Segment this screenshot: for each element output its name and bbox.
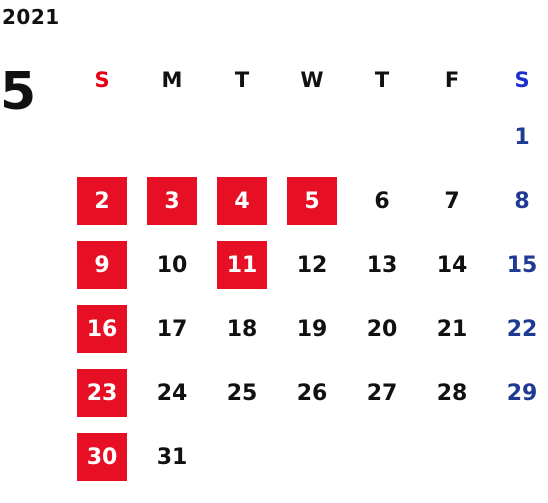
day-cell: 21 [417, 297, 487, 361]
day-number: 29 [506, 380, 538, 406]
day-number: 18 [226, 316, 258, 342]
day-number: 12 [296, 252, 328, 278]
day-cell: 28 [417, 361, 487, 425]
day-number: 10 [156, 252, 188, 278]
day-number: 2 [77, 177, 127, 225]
day-number: 1 [514, 124, 530, 150]
day-number: 11 [217, 241, 267, 289]
day-cell: 24 [137, 361, 207, 425]
weekday-header-thursday: T [374, 68, 390, 92]
day-cell-empty [277, 105, 347, 169]
day-cell: 29 [487, 361, 548, 425]
day-cell-empty [137, 105, 207, 169]
day-cell: 31 [137, 425, 207, 489]
weekday-header-saturday: S [514, 68, 530, 92]
day-cell-holiday: 3 [137, 169, 207, 233]
day-cell: 13 [347, 233, 417, 297]
day-cell: 12 [277, 233, 347, 297]
day-number: 13 [366, 252, 398, 278]
day-number: 30 [77, 433, 127, 481]
day-number: 5 [287, 177, 337, 225]
day-cell-empty [487, 425, 548, 489]
day-cell-empty [67, 105, 137, 169]
day-cell: 20 [347, 297, 417, 361]
day-cell-holiday: 23 [67, 361, 137, 425]
day-number: 7 [444, 188, 460, 214]
day-cell: 25 [207, 361, 277, 425]
day-number: 26 [296, 380, 328, 406]
day-cell-holiday: 16 [67, 297, 137, 361]
day-number: 14 [436, 252, 468, 278]
day-cell: 17 [137, 297, 207, 361]
month-label: 5 [0, 62, 37, 122]
day-cell-holiday: 2 [67, 169, 137, 233]
day-number: 8 [514, 188, 530, 214]
day-number: 25 [226, 380, 258, 406]
weekday-header-sunday: S [94, 68, 110, 92]
day-cell-empty [417, 105, 487, 169]
day-number: 6 [374, 188, 390, 214]
weekday-header-monday: M [161, 68, 183, 92]
day-cell: 8 [487, 169, 548, 233]
day-cell: 26 [277, 361, 347, 425]
day-cell: 27 [347, 361, 417, 425]
day-number: 15 [506, 252, 538, 278]
day-number: 27 [366, 380, 398, 406]
day-cell-empty [417, 425, 487, 489]
day-number: 17 [156, 316, 188, 342]
day-number: 24 [156, 380, 188, 406]
weekday-header-wednesday: W [300, 68, 324, 92]
day-cell-holiday: 9 [67, 233, 137, 297]
day-cell-empty [207, 105, 277, 169]
day-number: 3 [147, 177, 197, 225]
day-cell-holiday: 30 [67, 425, 137, 489]
day-cell-empty [207, 425, 277, 489]
day-cell: 6 [347, 169, 417, 233]
day-number: 31 [156, 444, 188, 470]
weekday-header-tuesday: T [234, 68, 250, 92]
calendar-grid: S M T W T F S 1 2 3 4 5 6 7 8 9 10 11 12… [67, 55, 548, 489]
day-cell: 18 [207, 297, 277, 361]
day-cell: 15 [487, 233, 548, 297]
day-cell-empty [277, 425, 347, 489]
day-cell: 10 [137, 233, 207, 297]
day-cell-holiday: 11 [207, 233, 277, 297]
year-label: 2021 [2, 5, 60, 29]
day-number: 21 [436, 316, 468, 342]
day-number: 20 [366, 316, 398, 342]
day-number: 16 [77, 305, 127, 353]
day-cell: 19 [277, 297, 347, 361]
day-cell: 22 [487, 297, 548, 361]
weekday-header-friday: F [444, 68, 460, 92]
day-number: 9 [77, 241, 127, 289]
day-number: 23 [77, 369, 127, 417]
day-cell-holiday: 4 [207, 169, 277, 233]
day-cell-empty [347, 425, 417, 489]
day-cell: 1 [487, 105, 548, 169]
day-number: 28 [436, 380, 468, 406]
day-number: 22 [506, 316, 538, 342]
day-number: 19 [296, 316, 328, 342]
day-cell-empty [347, 105, 417, 169]
day-cell: 14 [417, 233, 487, 297]
day-cell: 7 [417, 169, 487, 233]
day-cell-holiday: 5 [277, 169, 347, 233]
day-number: 4 [217, 177, 267, 225]
